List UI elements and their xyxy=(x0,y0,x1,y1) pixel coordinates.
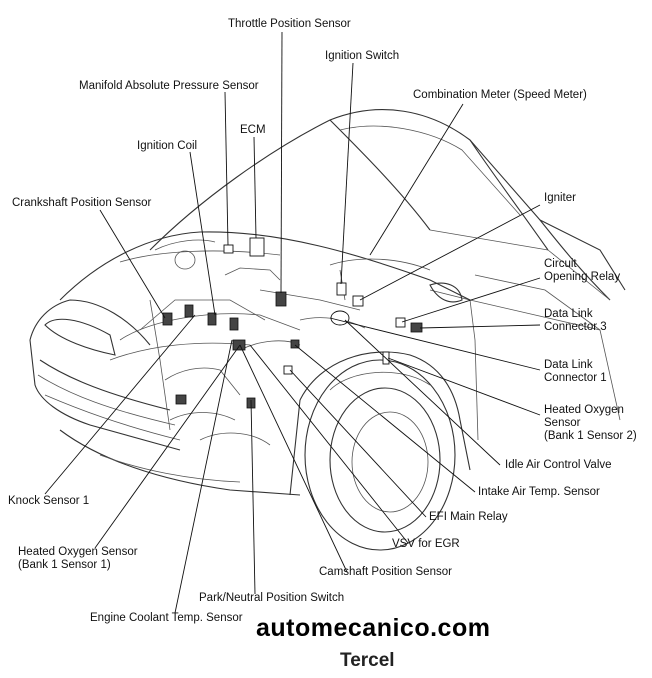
label-data-link-connector-1-line-2: Connector 1 xyxy=(544,372,607,384)
label-heated-oxygen-sensor-b1s1-line-2: (Bank 1 Sensor 1) xyxy=(18,559,111,571)
map-sensor xyxy=(223,244,234,254)
label-manifold-absolute-pressure-sensor: Manifold Absolute Pressure Sensor xyxy=(79,80,259,92)
label-data-link-connector-3-line-1: Data Link xyxy=(544,308,593,320)
label-knock-sensor-1: Knock Sensor 1 xyxy=(8,495,90,507)
label-data-link-connector-1-line-1: Data Link xyxy=(544,359,593,371)
components xyxy=(162,237,423,409)
label-crankshaft-position-sensor: Crankshaft Position Sensor xyxy=(12,197,152,209)
vsv-egr-part xyxy=(290,339,300,349)
label-intake-air-temp-sensor: Intake Air Temp. Sensor xyxy=(478,486,600,498)
label-circuit-opening-relay-line-2: Opening Relay xyxy=(544,271,621,283)
label-heated-oxygen-sensor-b1s2-line-1: Heated Oxygen xyxy=(544,404,624,416)
car-body xyxy=(29,109,626,551)
label-throttle-position-sensor: Throttle Position Sensor xyxy=(228,18,351,30)
ignition-switch-part xyxy=(336,282,347,296)
label-circuit-opening-relay: Circuit Opening Relay xyxy=(544,258,620,284)
efi-relay-part xyxy=(283,365,293,375)
label-heated-oxygen-sensor-bank1-sensor2: Heated Oxygen Sensor (Bank 1 Sensor 2) xyxy=(544,404,637,443)
label-combination-meter: Combination Meter (Speed Meter) xyxy=(413,89,587,101)
watermark-text: automecanico.com xyxy=(256,614,491,642)
label-heated-oxygen-sensor-b1s2-line-3: (Bank 1 Sensor 2) xyxy=(544,430,637,442)
label-ignition-coil: Ignition Coil xyxy=(137,140,198,152)
label-ignition-switch: Ignition Switch xyxy=(325,50,400,62)
label-idle-air-control-valve: Idle Air Control Valve xyxy=(505,459,612,471)
igniter-part xyxy=(352,295,364,307)
label-circuit-opening-relay-line-1: Circuit xyxy=(544,258,577,270)
label-heated-oxygen-sensor-bank1-sensor1: Heated Oxygen Sensor (Bank 1 Sensor 1) xyxy=(18,546,138,572)
label-data-link-connector-3: Data Link Connector 3 xyxy=(544,308,607,334)
crankshaft-sensor-part xyxy=(162,312,173,326)
label-data-link-connector-3-line-2: Connector 3 xyxy=(544,321,607,333)
label-ecm: ECM xyxy=(240,124,266,136)
label-efi-main-relay: EFI Main Relay xyxy=(429,511,508,523)
data-link-connector-3-part xyxy=(410,322,423,333)
label-engine-coolant-temp-sensor: Engine Coolant Temp. Sensor xyxy=(90,612,243,624)
leader-lines xyxy=(44,31,541,614)
circuit-opening-relay-part xyxy=(395,317,406,328)
knock-sensor-part xyxy=(175,394,187,405)
idle-air-control-valve-part xyxy=(330,310,350,326)
ecm-box xyxy=(249,237,265,257)
label-heated-oxygen-sensor-b1s1-line-1: Heated Oxygen Sensor xyxy=(18,546,138,558)
label-camshaft-position-sensor: Camshaft Position Sensor xyxy=(319,566,452,578)
throttle-position-sensor-part xyxy=(275,291,287,307)
label-heated-oxygen-sensor-b1s2-line-2: Sensor xyxy=(544,417,581,429)
coil-1 xyxy=(184,304,194,318)
label-park-neutral-position-switch: Park/Neutral Position Switch xyxy=(199,592,345,604)
camshaft-sensor-part xyxy=(232,339,246,351)
label-vsv-for-egr: VSV for EGR xyxy=(392,538,460,550)
coil-2 xyxy=(207,312,217,326)
label-data-link-connector-1: Data Link Connector 1 xyxy=(544,359,607,385)
coil-3 xyxy=(229,317,239,331)
model-name: Tercel xyxy=(340,650,395,671)
label-igniter: Igniter xyxy=(544,192,576,204)
